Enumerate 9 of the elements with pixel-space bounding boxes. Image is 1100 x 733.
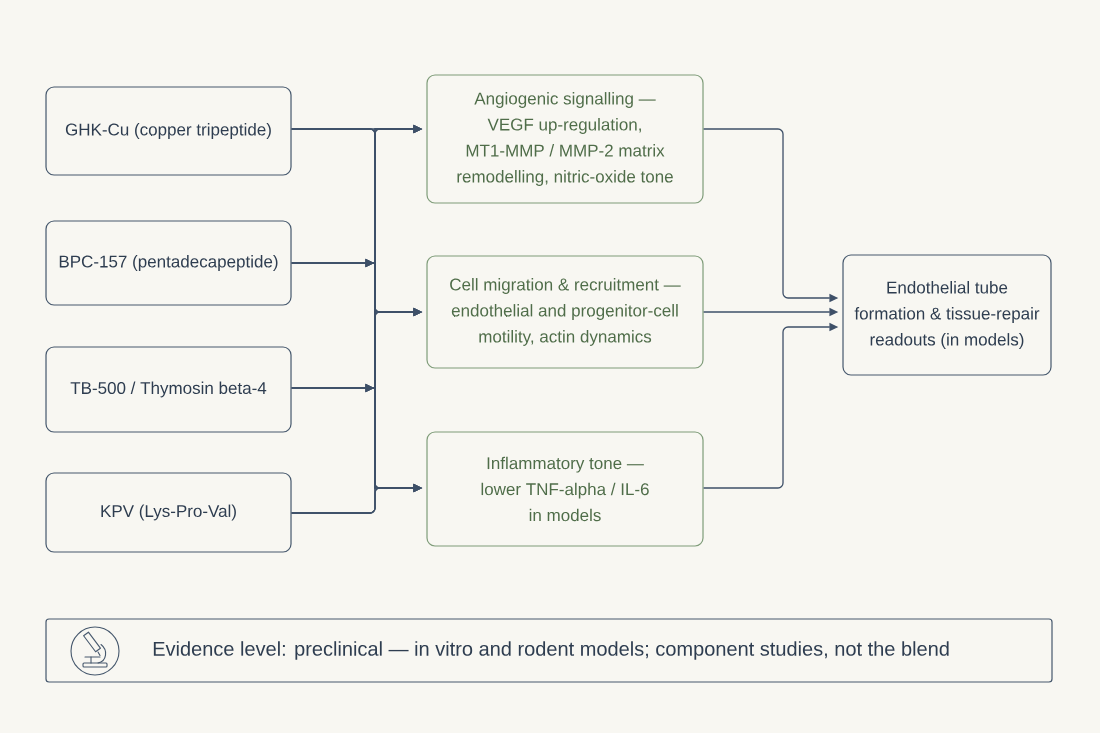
mechanism-box: Inflammatory tone — lower TNF-alpha / IL-6 in models (426, 431, 704, 547)
peptide-box: TB-500 / Thymosin beta-4 (45, 346, 292, 433)
mechanism-box: Angiogenic signalling — VEGF up-regulation, MT1-MMP / MMP-2 matrix remodelling, nitric-oxide tone (426, 74, 704, 204)
note-box: Evidence level: preclinical — in vitro and rodent models; component studies, not the blend (45, 618, 1053, 683)
peptide-box: BPC-157 (pentadecapeptide) (45, 220, 292, 306)
outcome-box: Endothelial tube formation & tissue-repair readouts (in models) (842, 254, 1052, 376)
peptide-box: KPV (Lys-Pro-Val) (45, 472, 292, 553)
peptide-box: GHK-Cu (copper tripeptide) (45, 86, 292, 176)
mechanism-box: Cell migration & recruitment — endothelial and progenitor-cell motility, actin dynamics (426, 255, 704, 369)
